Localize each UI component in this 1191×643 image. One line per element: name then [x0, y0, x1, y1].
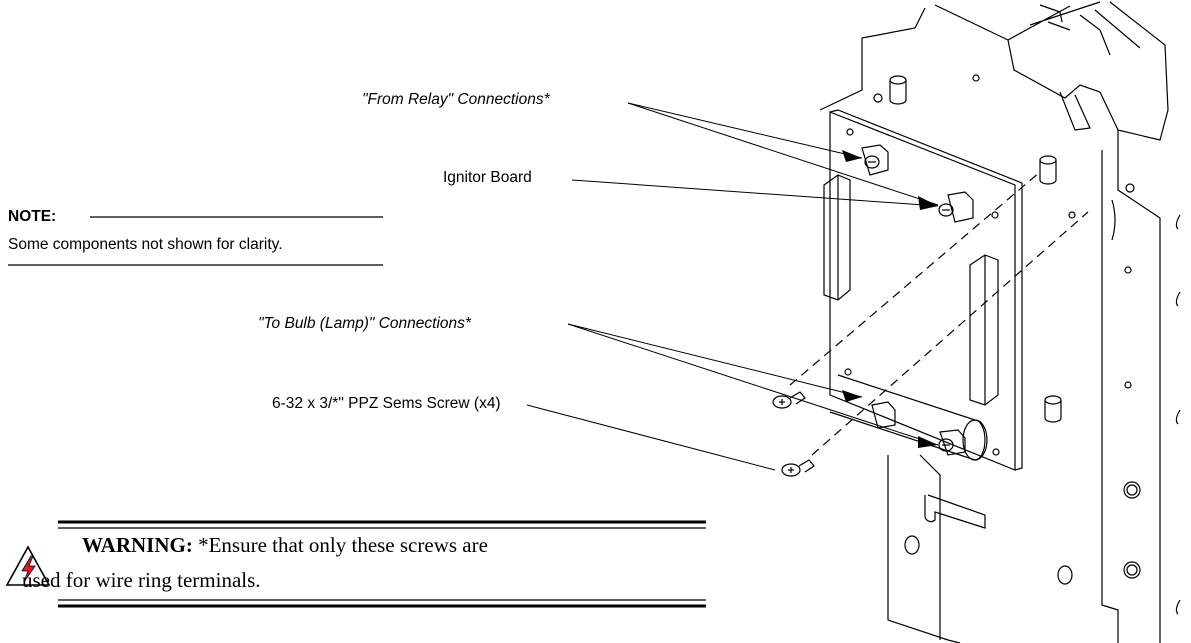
chassis-plate [819, 1, 1181, 643]
ignitor-board [823, 109, 1023, 471]
label-from-relay: "From Relay" Connections* [362, 91, 550, 108]
warning-top-rule [58, 520, 706, 529]
label-ignitor-board: Ignitor Board [443, 169, 532, 186]
warning-heading: WARNING: [82, 533, 193, 557]
warning-block: WARNING: *Ensure that only these screws … [22, 528, 488, 598]
arrowheads [842, 150, 938, 448]
label-screw: 6-32 x 3/*" PPZ Sems Screw (x4) [272, 395, 501, 412]
note-heading: NOTE: [8, 208, 57, 225]
leader-to-bulb-1 [567, 323, 863, 398]
leader-to-bulb-2 [567, 323, 939, 446]
screw-lower [781, 459, 815, 477]
leader-from-relay-2 [627, 102, 939, 206]
screw-board-3 [938, 438, 954, 452]
screw-upper [772, 391, 806, 409]
note-text: Some components not shown for clarity. [8, 236, 283, 253]
leader-from-relay-1 [627, 102, 863, 159]
warning-line-2: used for wire ring terminals. [22, 568, 261, 592]
screw-board-2 [938, 203, 954, 217]
label-to-bulb: "To Bulb (Lamp)" Connections* [258, 315, 471, 332]
screw-path-lines [789, 171, 1089, 456]
warning-line-1: *Ensure that only these screws are [198, 533, 488, 557]
screw-board-1 [864, 155, 880, 169]
leader-screw [526, 404, 776, 471]
leader-ignitor-board [571, 179, 939, 207]
high-voltage-warning-icon [5, 545, 51, 586]
warning-bottom-rule [58, 599, 706, 608]
leader-lines [526, 102, 939, 471]
